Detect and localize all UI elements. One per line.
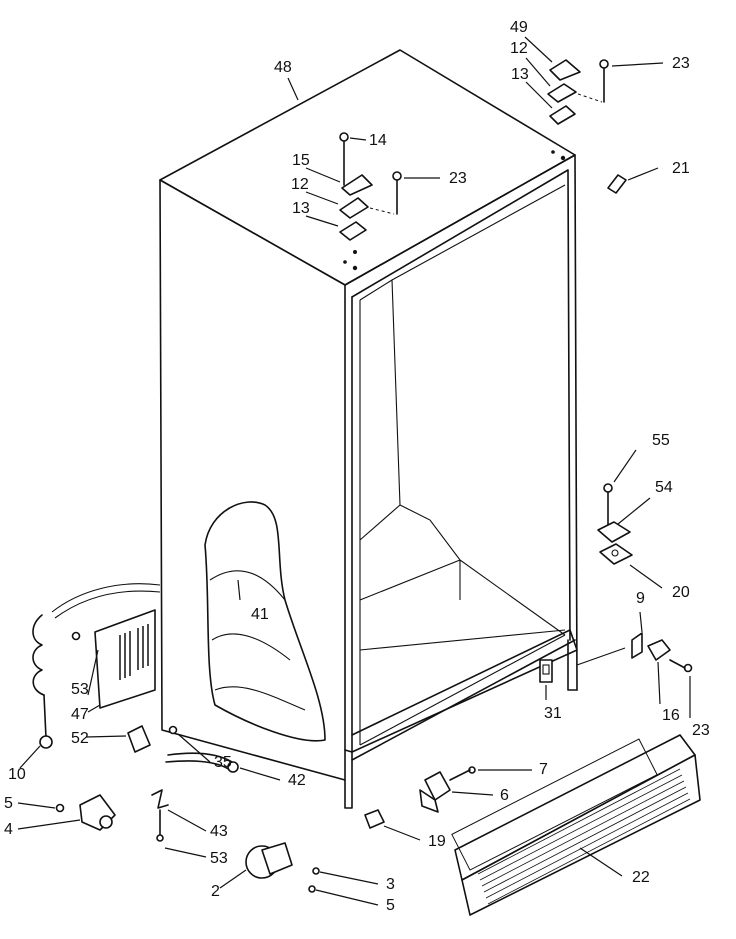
callout-c3: 3 bbox=[386, 876, 395, 893]
callout-c55: 55 bbox=[652, 432, 670, 449]
top-hinge-center bbox=[339, 132, 402, 254]
bottom-parts bbox=[32, 583, 476, 893]
callout-c4: 4 bbox=[4, 821, 13, 838]
callout-c9: 9 bbox=[636, 590, 645, 607]
callout-c53b: 53 bbox=[210, 850, 228, 867]
callout-c42: 42 bbox=[288, 772, 306, 789]
callout-c49: 49 bbox=[510, 19, 528, 36]
callout-c13a: 13 bbox=[511, 66, 529, 83]
toe-grille-22 bbox=[451, 734, 701, 916]
callout-c12b: 12 bbox=[291, 176, 309, 193]
callout-c2: 2 bbox=[211, 883, 220, 900]
callout-c19: 19 bbox=[428, 833, 446, 850]
callout-c53a: 53 bbox=[71, 681, 89, 698]
callout-c23b: 23 bbox=[449, 170, 467, 187]
callout-c21: 21 bbox=[672, 160, 690, 177]
callout-c5b: 5 bbox=[386, 897, 395, 914]
callout-c15: 15 bbox=[292, 152, 310, 169]
callout-c6: 6 bbox=[500, 787, 509, 804]
callout-c54: 54 bbox=[655, 479, 673, 496]
top-hinge-right bbox=[547, 59, 627, 194]
callout-c5a: 5 bbox=[4, 795, 13, 812]
callout-c20: 20 bbox=[672, 584, 690, 601]
callout-c14: 14 bbox=[369, 132, 387, 149]
callout-c48: 48 bbox=[274, 59, 292, 76]
callout-c31: 31 bbox=[544, 705, 562, 722]
callout-c41: 41 bbox=[251, 606, 269, 623]
callout-c12a: 12 bbox=[510, 40, 528, 57]
callout-c22: 22 bbox=[632, 869, 650, 886]
callout-c52: 52 bbox=[71, 730, 89, 747]
callout-c35: 35 bbox=[214, 754, 232, 771]
callout-c10: 10 bbox=[8, 766, 26, 783]
callout-c7: 7 bbox=[539, 761, 548, 778]
cabinet-48 bbox=[159, 49, 578, 809]
callout-c16: 16 bbox=[662, 707, 680, 724]
callout-c13b: 13 bbox=[292, 200, 310, 217]
callout-c43: 43 bbox=[210, 823, 228, 840]
callout-c47: 47 bbox=[71, 706, 89, 723]
leader-arrows bbox=[17, 36, 691, 906]
callout-c23c: 23 bbox=[692, 722, 710, 739]
lower-right-hinge bbox=[539, 483, 693, 683]
callout-c23a: 23 bbox=[672, 55, 690, 72]
